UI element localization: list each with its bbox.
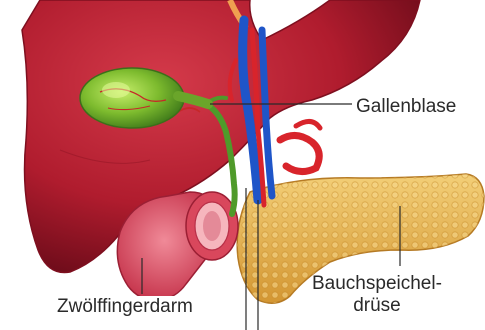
pancreas-label: Bauchspeichel- drüse — [312, 273, 442, 317]
duodenum-label: Zwölffingerdarm — [55, 296, 195, 318]
pancreas-label-line2: drüse — [312, 295, 442, 317]
duodenum — [117, 192, 238, 300]
gallbladder-label: Gallenblase — [354, 96, 458, 118]
pancreas-label-line1: Bauchspeichel- — [312, 273, 442, 295]
